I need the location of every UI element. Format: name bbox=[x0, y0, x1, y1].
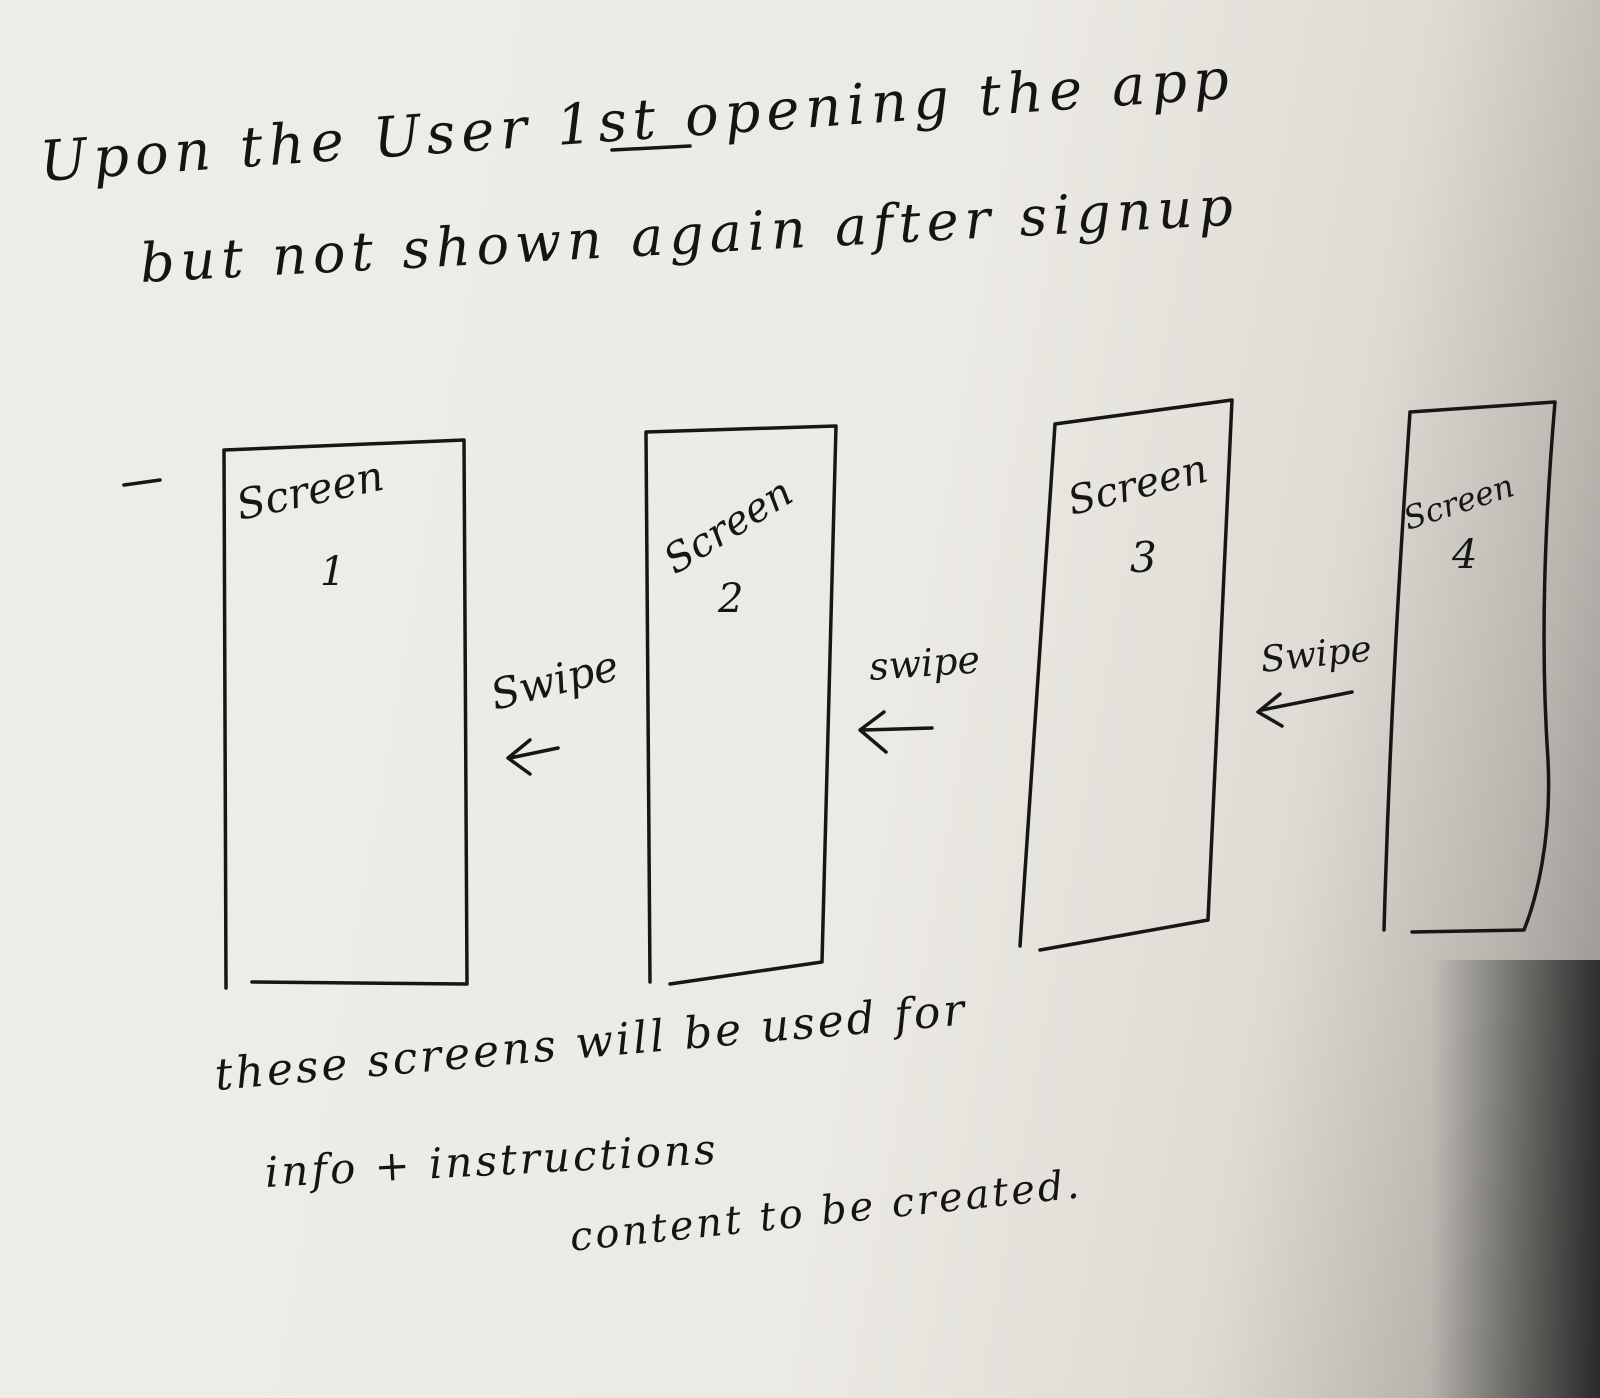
screen-3-title: Screen bbox=[1063, 446, 1212, 525]
screen-3-frame: Screen 3 bbox=[1018, 398, 1234, 952]
screen-4-title: Screen bbox=[1399, 466, 1519, 537]
screen-1-number: 1 bbox=[320, 549, 345, 595]
screen-1-title: Screen bbox=[232, 451, 388, 530]
swipe-label-1: Swipe bbox=[486, 641, 624, 720]
screen-4-number: 4 bbox=[1451, 532, 1477, 578]
screen-4-frame: Screen 4 bbox=[1382, 400, 1557, 934]
screen-1-frame: Screen 1 bbox=[222, 438, 469, 990]
screen-2-number: 2 bbox=[717, 576, 743, 622]
swipe-label-2: swipe bbox=[868, 637, 982, 689]
swipe-label-3: Swipe bbox=[1259, 629, 1374, 681]
ordinal-underline bbox=[610, 144, 692, 152]
screen-2-frame: Screen 2 bbox=[644, 424, 838, 986]
swipe-arrow-2 bbox=[858, 710, 934, 754]
screen-2-title: Screen bbox=[656, 469, 801, 583]
swipe-arrow-3 bbox=[1256, 690, 1354, 728]
screen-3-number: 3 bbox=[1130, 533, 1157, 582]
swipe-arrow-1 bbox=[506, 738, 560, 776]
bullet-dash bbox=[122, 478, 162, 487]
